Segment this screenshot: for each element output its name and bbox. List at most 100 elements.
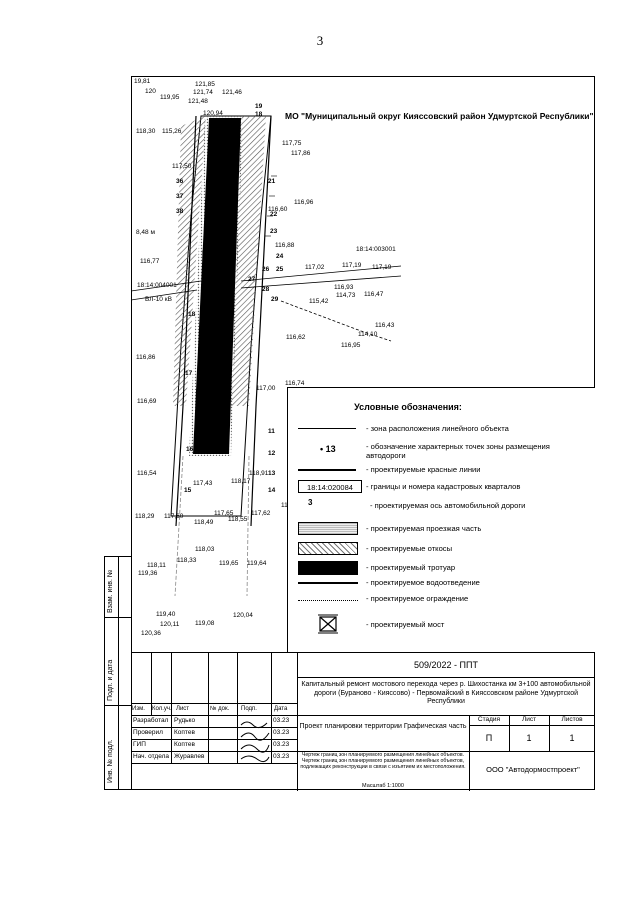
map-label: 116,62 (286, 334, 306, 341)
map-label: 118,17 (231, 478, 251, 485)
stamp-label: Инв. № подл. (107, 739, 114, 783)
map-label: 119,64 (247, 560, 267, 567)
map-label: 116,60 (268, 206, 288, 213)
map-label: 121,74 (193, 89, 213, 96)
map-label: 117,43 (193, 480, 213, 487)
map-label: 21 (268, 178, 276, 185)
map-label: 121,48 (188, 98, 208, 105)
page-number: 3 (316, 33, 324, 48)
name: Коптев (174, 741, 195, 748)
map-label: 119,65 (219, 560, 239, 567)
map-label: 13 (268, 470, 276, 477)
map-label: 116,77 (140, 258, 160, 265)
map-label: 115,42 (309, 298, 329, 305)
map-label: 38 (176, 208, 184, 215)
map-label: 119,36 (138, 570, 158, 577)
map-label: 15 (184, 487, 192, 494)
role: Разработал (133, 717, 169, 724)
municipality-label: МО "Муниципальный округ Кияссовский райо… (285, 111, 594, 121)
road-black (193, 118, 241, 454)
sheets-value: 1 (569, 733, 575, 743)
map-label: 18:14:003001 (356, 246, 396, 253)
hdr-doc: № док. (210, 706, 230, 712)
map-label: 19 (255, 103, 263, 110)
map-label: 22 (270, 211, 278, 218)
legend-label: - проектируемая ось автомобильной дороги (370, 501, 526, 510)
map-label: 116,88 (275, 242, 295, 249)
map-label: 116,74 (285, 380, 305, 387)
map-label: 118,33 (177, 557, 197, 564)
legend-label: - границы и номера кадастровых кварталов (366, 482, 521, 491)
date: 03.23 (273, 753, 290, 760)
legend-symbol-axis: 3 (308, 498, 313, 507)
legend-label: - проектируемое ограждение (366, 594, 469, 603)
legend-label: - проектируемые откосы (366, 544, 453, 553)
map-label: 117,65 (214, 510, 234, 517)
name: Коптев (174, 729, 195, 736)
side-stamp: Взам. инв. № Подп. и дата Инв. № подл. (104, 556, 131, 790)
map-label: 117,75 (282, 140, 302, 147)
stage-label: Стадия (477, 716, 501, 723)
hdr-date: Дата (274, 706, 288, 712)
map-label: 120 (145, 88, 156, 95)
legend: Условные обозначения: - зона расположени… (287, 387, 595, 652)
map-label: 18:14:004001 (137, 282, 177, 289)
map-label: 119,08 (195, 620, 215, 627)
hdr-izm: Изм. (132, 706, 145, 712)
project-title: Капитальный ремонт мостового перехода че… (301, 681, 591, 705)
map-label: 121,85 (195, 81, 215, 88)
map-label: 117,86 (291, 150, 311, 157)
date: 03.23 (273, 741, 290, 748)
map-label: 118,29 (135, 513, 155, 520)
map-label: 116,43 (375, 322, 395, 329)
sheet-title: Проект планировки территории Графическая… (299, 723, 467, 730)
map-label: 23 (270, 228, 278, 235)
map-label: 118,11 (147, 562, 166, 569)
legend-label: - зона расположения линейного объекта (366, 424, 509, 433)
map-label: 118,30 (136, 128, 156, 135)
legend-label: - проектируемая проезжая часть (366, 524, 482, 533)
stamp-label: Подп. и дата (107, 659, 114, 701)
legend-symbol-fence (298, 600, 358, 601)
legend-symbol-slopes (298, 542, 358, 555)
map-label: 116,69 (137, 398, 157, 405)
sheet-label: Лист (521, 716, 537, 723)
map-label: 116,54 (137, 470, 157, 477)
legend-symbol-red-line (298, 469, 356, 471)
map-label: 116,93 (334, 284, 354, 291)
sheets-label: Листов (561, 716, 583, 723)
map-label: 119,95 (160, 94, 180, 101)
map-label: 117,50 (172, 163, 192, 170)
map-label: 114,73 (336, 292, 356, 299)
map-label: 114,10 (358, 331, 378, 338)
map-label: 117,00 (256, 385, 276, 392)
map-label: 116,95 (341, 342, 361, 349)
role: ГИП (133, 741, 146, 748)
map-label: 117,62 (251, 510, 271, 517)
map-label: 25 (276, 266, 284, 273)
map-label: 24 (276, 253, 284, 260)
legend-symbol-point: • 13 (320, 444, 336, 454)
hdr-kolich: Кол.уч. (152, 706, 172, 712)
map-label: 37 (176, 193, 184, 200)
stage-value: П (485, 733, 493, 743)
map-label: 115,26 (162, 128, 182, 135)
hdr-sign: Подп. (241, 706, 257, 712)
map-label: 26 (262, 266, 270, 273)
map-label: 116,47 (364, 291, 384, 298)
date: 03.23 (273, 717, 290, 724)
map-label: 117,19 (342, 262, 362, 269)
map-label: 121,46 (222, 89, 242, 96)
stamp-label: Взам. инв. № (107, 569, 114, 613)
map-label: 117,19 (372, 264, 392, 271)
map-label: 28 (262, 286, 270, 293)
map-label: 14 (268, 487, 276, 494)
legend-title: Условные обозначения: (354, 402, 462, 412)
map-label: 118,55 (228, 516, 248, 523)
legend-label: - проектируемое водоотведение (366, 578, 480, 587)
legend-symbol-carriageway (298, 522, 358, 535)
map-label: ВЛ-10 кВ (145, 296, 172, 303)
map-label: 120,94 (203, 110, 223, 117)
drawing-description: Чертеж границ зон планируемого размещени… (300, 752, 466, 770)
date: 03.23 (273, 729, 290, 736)
